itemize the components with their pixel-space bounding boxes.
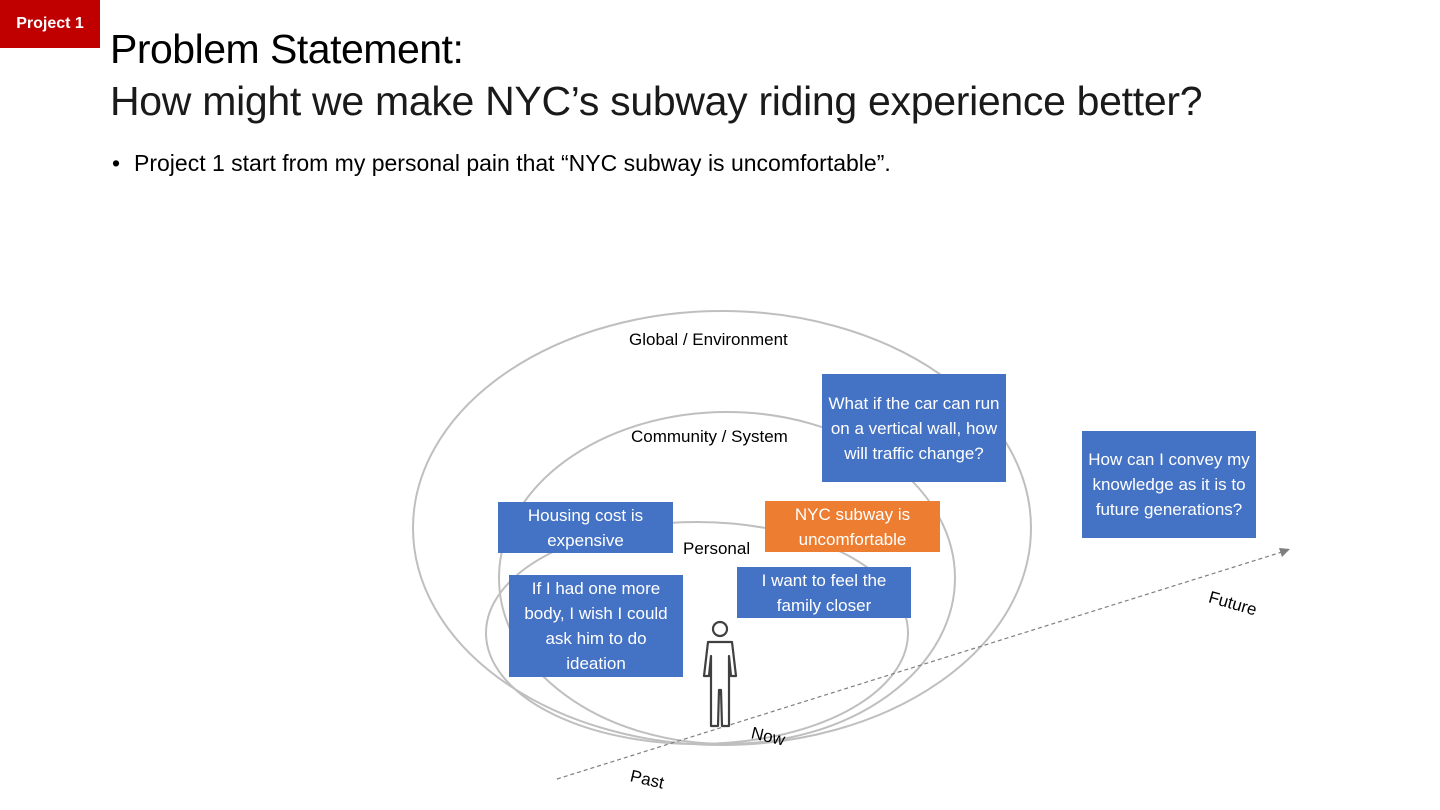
personal-ring-label: Personal bbox=[683, 539, 751, 558]
bullet-dot-icon: • bbox=[112, 150, 121, 176]
bullet-text: Project 1 start from my personal pain th… bbox=[134, 150, 891, 176]
box-convey-knowledge: How can I convey my knowledge as it is t… bbox=[1082, 431, 1256, 538]
community-ring-label: Community / System bbox=[631, 427, 788, 446]
box-vertical-wall: What if the car can run on a vertical wa… bbox=[822, 374, 1006, 482]
timeline-arrow bbox=[556, 551, 1283, 780]
page-title: Problem Statement: bbox=[110, 26, 464, 72]
box-housing: Housing cost is expensive bbox=[498, 502, 673, 553]
global-ring bbox=[412, 310, 1032, 746]
timeline-arrowhead-icon bbox=[1279, 548, 1290, 557]
box-family-closer: I want to feel the family closer bbox=[737, 567, 911, 618]
person-icon bbox=[702, 620, 738, 728]
page-subtitle: How might we make NYC’s subway riding ex… bbox=[110, 78, 1203, 124]
box-one-more-body: If I had one more body, I wish I could a… bbox=[509, 575, 683, 677]
community-ring bbox=[498, 411, 956, 745]
personal-ring bbox=[485, 521, 909, 745]
global-ring-label: Global / Environment bbox=[629, 330, 788, 349]
bullet-item: • Project 1 start from my personal pain t… bbox=[112, 148, 891, 178]
project-tag: Project 1 bbox=[0, 0, 100, 48]
box-subway-pain: NYC subway is uncomfortable bbox=[765, 501, 940, 552]
